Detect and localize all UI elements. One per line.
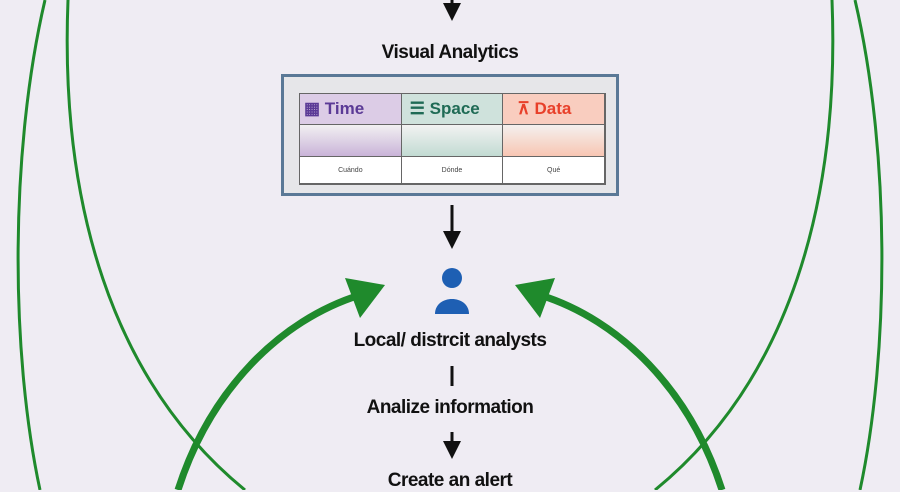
left-arrowhead — [345, 278, 385, 318]
data-sub: Qué — [503, 157, 605, 184]
left-feedback-arrow — [174, 291, 362, 490]
space-sub: Dónde — [401, 157, 504, 184]
user-icon — [435, 268, 469, 314]
alert-label: Create an alert — [387, 470, 513, 491]
time-header: ▦ Time — [300, 94, 402, 125]
visual-analytics-title: Visual Analytics — [381, 42, 519, 63]
time-band — [300, 125, 402, 157]
space-band — [401, 125, 504, 157]
analyze-label: Analize information — [366, 397, 534, 418]
space-header: ☰ Space — [401, 94, 504, 125]
hierarchy-icon: ⊼ — [517, 99, 530, 118]
time-sub: Cuándo — [300, 157, 402, 184]
left-outer-loop — [16, 0, 47, 490]
calendar-icon: ▦ — [304, 99, 321, 118]
right-feedback-arrow — [538, 291, 726, 490]
visual-analytics-panel: ▦ Time ☰ Space ⊼ Data Cuándo Dónde Qué — [281, 74, 619, 196]
right-outer-loop — [853, 0, 884, 490]
right-inner-loop — [654, 0, 835, 490]
map-icon: ☰ — [409, 99, 425, 118]
analysts-label: Local/ distrcit analysts — [353, 330, 547, 351]
right-arrowhead — [515, 278, 555, 318]
data-band — [503, 125, 605, 157]
data-header: ⊼ Data — [503, 94, 605, 125]
left-inner-loop — [65, 0, 246, 490]
